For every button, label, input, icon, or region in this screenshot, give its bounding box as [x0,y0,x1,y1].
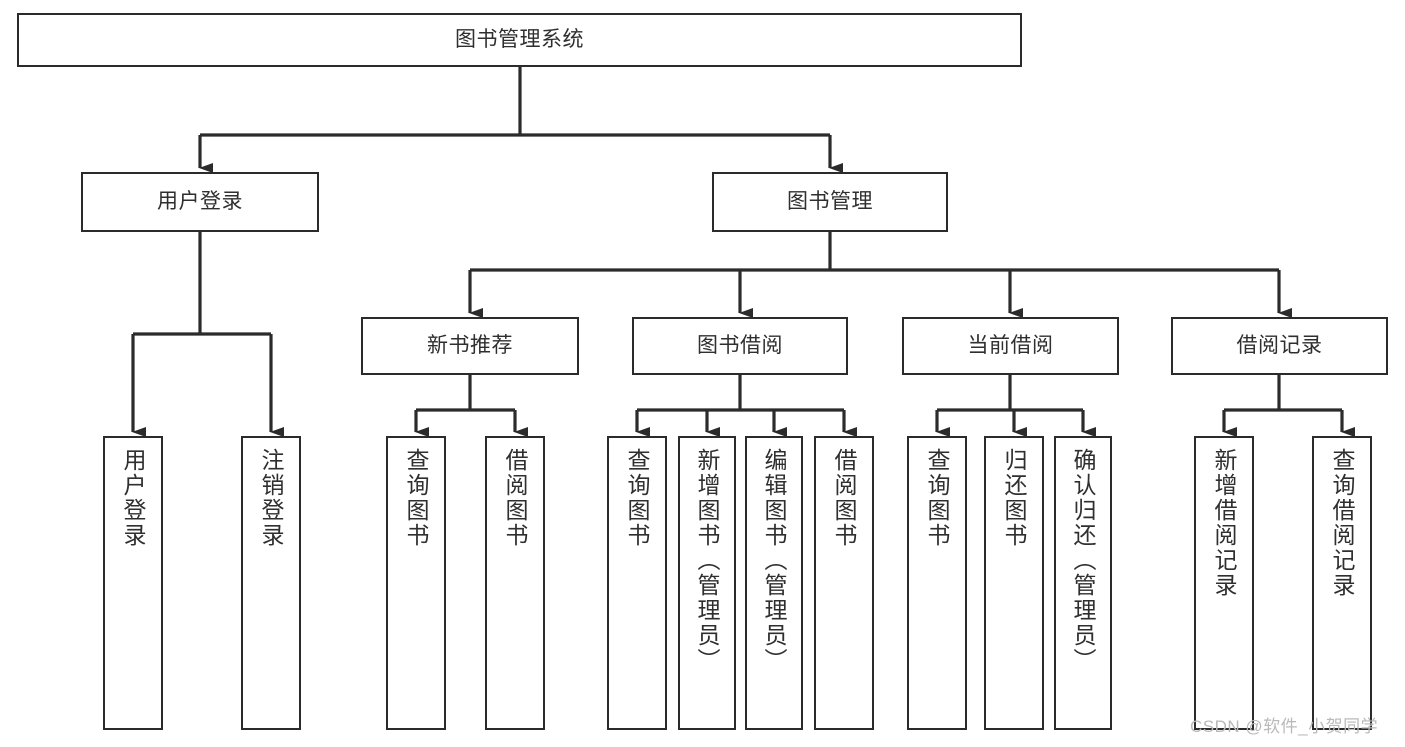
node-leaf-query-book-2-label: 查询图书 [624,448,651,548]
node-root-label: 图书管理系统 [455,28,584,52]
node-leaf-confirm-return-admin[interactable]: 确认归还（管理员） [1054,436,1112,730]
node-leaf-borrow-book-2[interactable]: 借阅图书 [814,436,874,730]
node-new-book-recommend-label: 新书推荐 [427,334,513,358]
node-borrow-record[interactable]: 借阅记录 [1171,317,1388,375]
node-leaf-borrow-book-2-label: 借阅图书 [831,448,858,548]
node-leaf-query-book-2[interactable]: 查询图书 [607,436,667,730]
node-leaf-add-borrow-record[interactable]: 新增借阅记录 [1194,436,1254,730]
node-leaf-return-book[interactable]: 归还图书 [984,436,1044,730]
node-user-login[interactable]: 用户登录 [81,172,319,232]
node-borrow-record-label: 借阅记录 [1236,334,1323,358]
node-new-book-recommend[interactable]: 新书推荐 [361,317,579,375]
node-leaf-logout[interactable]: 注销登录 [241,436,301,730]
node-current-borrow-label: 当前借阅 [967,334,1054,358]
node-leaf-user-login-label: 用户登录 [120,448,147,548]
node-leaf-borrow-book-1-label: 借阅图书 [502,448,529,548]
node-leaf-user-login[interactable]: 用户登录 [103,436,163,730]
node-book-borrow[interactable]: 图书借阅 [632,317,848,375]
node-leaf-query-book-3[interactable]: 查询图书 [907,436,967,730]
node-leaf-confirm-return-admin-label: 确认归还（管理员） [1070,448,1097,673]
node-leaf-edit-book-admin[interactable]: 编辑图书（管理员） [745,436,803,730]
node-leaf-query-book-1-label: 查询图书 [403,448,430,548]
node-leaf-logout-label: 注销登录 [258,448,285,548]
node-book-manage-label: 图书管理 [787,190,873,214]
node-leaf-query-borrow-record[interactable]: 查询借阅记录 [1312,436,1372,730]
node-book-borrow-label: 图书借阅 [697,334,783,358]
node-leaf-borrow-book-1[interactable]: 借阅图书 [485,436,545,730]
node-leaf-query-book-1[interactable]: 查询图书 [386,436,446,730]
node-current-borrow[interactable]: 当前借阅 [902,317,1119,375]
node-user-login-label: 用户登录 [157,190,243,214]
node-root[interactable]: 图书管理系统 [17,13,1022,67]
node-leaf-edit-book-admin-label: 编辑图书（管理员） [761,448,788,673]
node-leaf-query-book-3-label: 查询图书 [924,448,951,548]
node-book-manage[interactable]: 图书管理 [712,172,948,232]
node-leaf-query-borrow-record-label: 查询借阅记录 [1329,448,1356,598]
node-leaf-add-borrow-record-label: 新增借阅记录 [1211,448,1238,598]
node-leaf-add-book-admin-label: 新增图书（管理员） [694,448,721,673]
node-leaf-add-book-admin[interactable]: 新增图书（管理员） [678,436,736,730]
node-leaf-return-book-label: 归还图书 [1001,448,1028,548]
